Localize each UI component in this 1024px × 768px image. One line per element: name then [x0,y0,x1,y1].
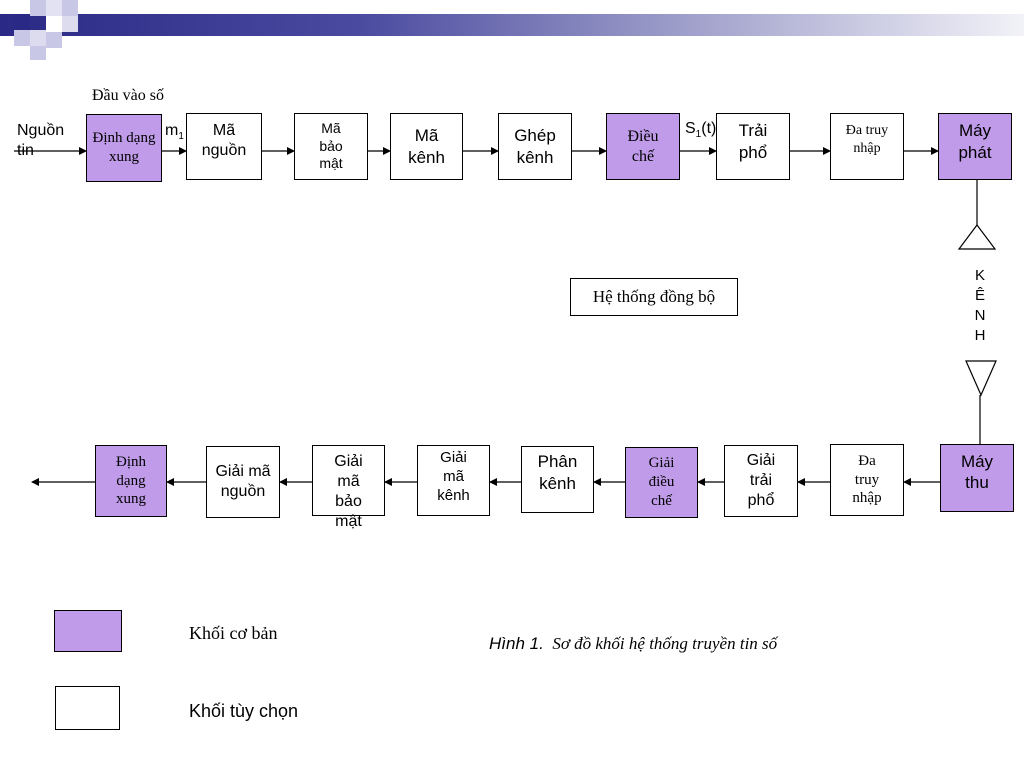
s1-suffix: (t) [701,120,717,137]
demultiplexing-block: Phân kênh [521,446,594,513]
block-label: Định dạng xung [116,453,146,508]
deco-square [62,0,78,16]
block-label: Mã bảo mật [319,120,343,172]
block-label: Trải phổ [738,121,768,162]
channel-letter: K [974,267,985,284]
m1-label: m1 [165,122,184,142]
m1-text: m [165,122,179,139]
block-label: Ghép kênh [514,126,556,167]
deco-square [46,0,62,16]
block-label: Máy thu [960,451,994,492]
legend-optional-label: Khối tùy chọn [189,701,299,721]
channel-decoding-block: Giải mã kênh [417,445,490,516]
multiple-access-block: Đa truy nhập [830,113,904,180]
block-label: Đa truy nhập [845,123,889,156]
digital-input-label: Đầu vào số [92,87,164,104]
antenna-icon [965,360,997,397]
deco-square [46,32,62,48]
block-label: Định dạng xung [92,130,156,165]
deco-square [30,0,46,16]
block-label: Giải mã kênh [437,449,470,504]
channel-letter: Ê [974,287,985,304]
deco-square [30,30,46,46]
channel-label: K Ê N H [972,266,988,346]
block-label: Giải mã nguồn [215,463,271,500]
block-label: Mã nguồn [201,121,247,159]
multiple-access-block-rx: Đa truy nhập [830,444,904,516]
deco-square [30,46,46,60]
block-label: Giải trải phổ [746,452,776,509]
channel-letter: N [974,307,986,324]
multiplexing-block: Ghép kênh [498,113,572,180]
legend-basic-swatch [54,610,122,652]
block-label: Điều chế [627,127,659,165]
spread-spectrum-block: Trải phổ [716,113,790,180]
source-decoding-block: Giải mã nguồn [206,446,280,518]
despread-block: Giải trải phổ [724,445,798,517]
s1-text: S [685,120,696,137]
block-label: Giải điều chế [648,455,675,509]
deco-square [46,16,62,32]
pulse-format-block-rx: Định dạng xung [95,445,167,517]
block-label: Giải mã bảo mật [334,453,363,530]
caption-prefix: Hình 1. [489,634,544,653]
modulation-block: Điều chế [606,113,680,180]
pulse-format-block: Định dạng xung [86,114,162,182]
deco-square [14,30,30,46]
decryption-block: Giải mã bảo mật [312,445,385,530]
block-label: Mã kênh [408,126,445,167]
deco-square [62,16,78,32]
antenna-icon [957,224,997,250]
sync-system-label: Hệ thống đồng bộ [592,287,716,307]
caption-text: Sơ đồ khối hệ thống truyền tin số [552,634,778,653]
deco-square [14,14,30,30]
legend-optional-swatch [55,686,120,730]
legend-basic-label: Khối cơ bản [189,623,278,643]
channel-coding-block: Mã kênh [390,113,463,180]
encryption-block: Mã bảo mật [294,113,368,180]
s1-label: S1(t) [685,120,716,140]
receiver-block: Máy thu [940,444,1014,512]
channel-letter: H [974,327,986,344]
figure-caption: Hình 1. Sơ đồ khối hệ thống truyền tin s… [489,634,777,654]
block-label: Đa truy nhập [852,452,882,507]
transmitter-block: Máy phát [938,113,1012,180]
block-label: Máy phát [958,121,992,162]
header-banner [0,14,1024,36]
s1-subscript: 1 [695,129,702,141]
sync-system-box: Hệ thống đồng bộ [570,278,738,316]
source-coding-block: Mã nguồn [186,113,262,180]
demodulation-block: Giải điều chế [625,447,698,518]
source-label: Nguồn tin [17,122,65,159]
m1-subscript: 1 [178,131,184,143]
block-label: Phân kênh [537,452,578,493]
